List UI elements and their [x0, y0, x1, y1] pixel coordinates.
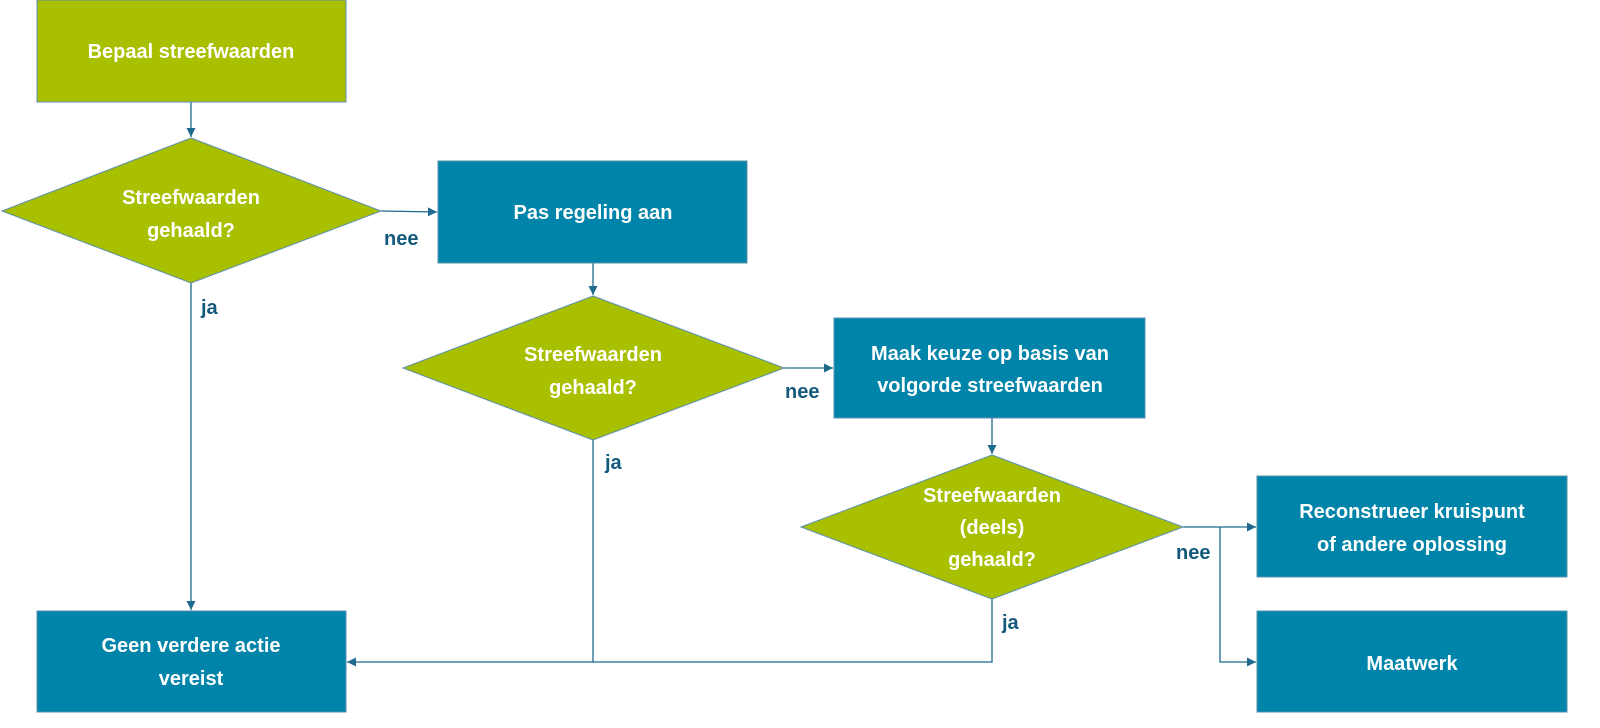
svg-text:gehaald?: gehaald?: [549, 377, 637, 399]
node-decision3: Streefwaarden (deels) gehaald?: [799, 454, 1185, 600]
svg-text:Streefwaarden: Streefwaarden: [923, 485, 1061, 507]
svg-text:gehaald?: gehaald?: [948, 549, 1036, 571]
node-text: Maatwerk: [1366, 653, 1458, 675]
node-text: gehaald?: [147, 220, 235, 242]
node-text: (deels): [960, 517, 1024, 539]
edge-d2-yes: [347, 440, 594, 667]
node-custom: Maatwerk: [1256, 610, 1568, 713]
node-text: Pas regeling aan: [514, 202, 673, 224]
svg-text:volgorde streefwaarden: volgorde streefwaarden: [877, 375, 1103, 397]
node-decision2: Streefwaarden gehaald?: [401, 295, 786, 441]
edge-d1-no: [380, 207, 438, 217]
svg-text:Pas regeling aan: Pas regeling aan: [514, 202, 673, 224]
edge-label-d3-no: nee: [1176, 542, 1210, 564]
svg-text:(deels): (deels): [960, 517, 1024, 539]
svg-text:vereist: vereist: [159, 668, 224, 690]
edge-label-d2-yes: ja: [604, 452, 623, 474]
node-text: Geen verdere actie: [102, 635, 281, 657]
svg-text:Maak keuze op basis van: Maak keuze op basis van: [871, 343, 1109, 365]
edge-label-d1-yes: ja: [200, 297, 219, 319]
edge-d3-no-custom: [1219, 527, 1256, 667]
node-text: Streefwaarden: [122, 187, 260, 209]
node-adjust: Pas regeling aan: [437, 160, 748, 264]
node-text: gehaald?: [948, 549, 1036, 571]
node-text: of andere oplossing: [1317, 534, 1507, 556]
svg-text:Reconstrueer kruispunt: Reconstrueer kruispunt: [1299, 501, 1525, 523]
node-text: Streefwaarden: [923, 485, 1061, 507]
svg-text:Streefwaarden: Streefwaarden: [122, 187, 260, 209]
svg-text:of andere oplossing: of andere oplossing: [1317, 534, 1507, 556]
node-no-action: Geen verdere actie vereist: [36, 610, 347, 713]
svg-text:Streefwaarden: Streefwaarden: [524, 344, 662, 366]
edge-d3-yes: [593, 599, 993, 663]
svg-text:gehaald?: gehaald?: [147, 220, 235, 242]
node-decision1: Streefwaarden gehaald?: [0, 137, 383, 284]
svg-text:Geen verdere actie: Geen verdere actie: [102, 635, 281, 657]
node-text: Maak keuze op basis van: [871, 343, 1109, 365]
node-text: Streefwaarden: [524, 344, 662, 366]
node-text: volgorde streefwaarden: [877, 375, 1103, 397]
node-text: Reconstrueer kruispunt: [1299, 501, 1525, 523]
node-text: gehaald?: [549, 377, 637, 399]
node-choose: Maak keuze op basis van volgorde streefw…: [833, 317, 1146, 419]
node-start: Bepaal streefwaarden: [36, 0, 347, 103]
svg-text:Bepaal streefwaarden: Bepaal streefwaarden: [88, 41, 295, 63]
edge-label-d2-no: nee: [785, 381, 819, 403]
edge-label-d3-yes: ja: [1001, 612, 1020, 634]
node-reconstruct: Reconstrueer kruispunt of andere oplossi…: [1256, 475, 1568, 578]
node-text: vereist: [159, 668, 224, 690]
node-text: Bepaal streefwaarden: [88, 41, 295, 63]
edge-label-d1-no: nee: [384, 228, 418, 250]
svg-text:Maatwerk: Maatwerk: [1366, 653, 1458, 675]
